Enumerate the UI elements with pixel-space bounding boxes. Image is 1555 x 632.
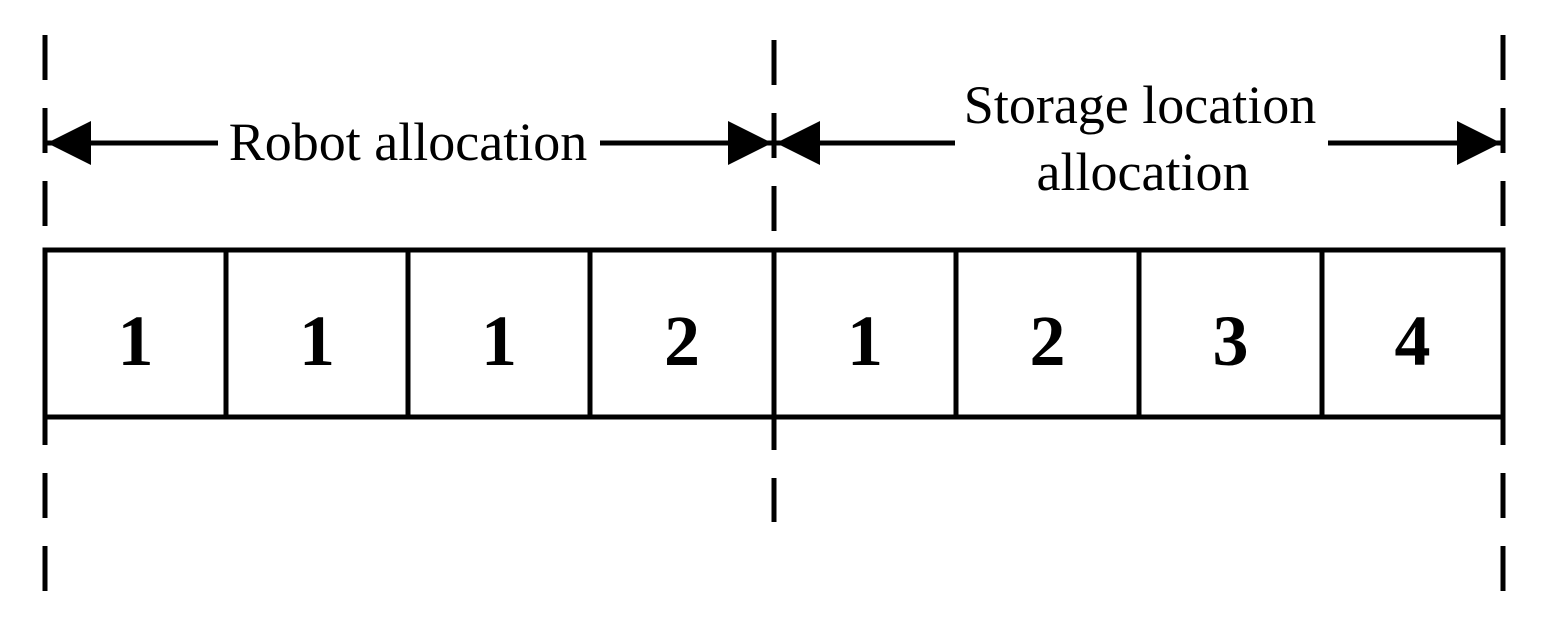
storage-gene-cell xyxy=(1136,247,1325,420)
storage-gene-value: 1 xyxy=(847,301,883,381)
robot-gene-value: 1 xyxy=(481,301,517,381)
storage-gene-cell xyxy=(953,247,1142,420)
robot-gene-cell xyxy=(223,247,411,420)
storage-gene-value: 3 xyxy=(1213,301,1249,381)
storage-allocation-label-line2: allocation xyxy=(1037,142,1250,202)
storage-allocation-label-line1: Storage location xyxy=(964,75,1316,135)
robot-gene-value: 1 xyxy=(118,301,154,381)
storage-gene-value: 2 xyxy=(1030,301,1066,381)
storage-gene-value: 4 xyxy=(1395,301,1431,381)
robot-gene-value: 1 xyxy=(299,301,335,381)
robot-gene-cell xyxy=(405,247,593,420)
storage-gene-cell xyxy=(771,247,959,420)
storage-gene-cell xyxy=(1319,247,1506,420)
robot-allocation-label: Robot allocation xyxy=(229,112,587,172)
gene-cells-strip: 1 1 1 2 1 2 3 4 xyxy=(42,247,1506,420)
robot-gene-value: 2 xyxy=(664,301,700,381)
